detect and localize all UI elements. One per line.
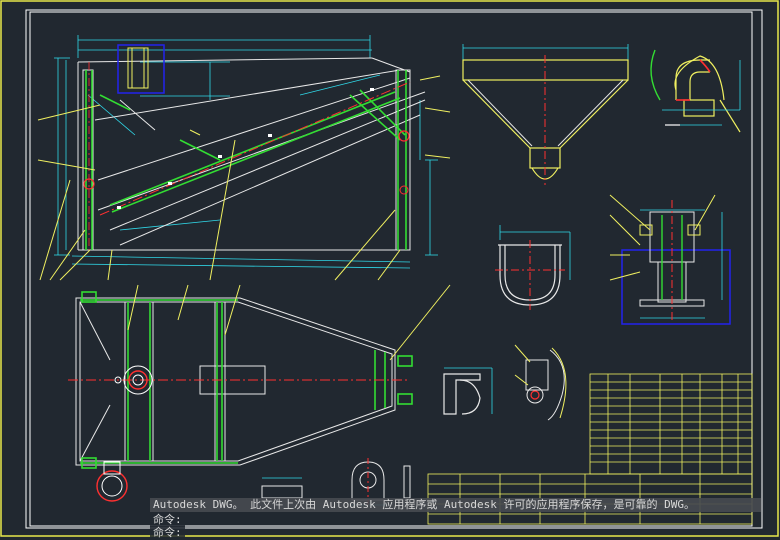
trough-section-view	[495, 225, 571, 310]
drawing-frame-inner	[29, 11, 753, 527]
drawing-frame-outer	[25, 9, 763, 529]
command-message: Autodesk DWG。 此文件上次由 Autodesk 应用程序或 Auto…	[150, 498, 761, 512]
bearing-detail-view	[609, 194, 731, 325]
hopper-view	[462, 44, 629, 185]
elevation-view	[37, 35, 451, 281]
elbow-pipe-view	[650, 49, 741, 133]
detail-views	[261, 344, 567, 506]
command-prompt-history: 命令:	[150, 513, 185, 527]
command-prompt-input[interactable]: 命令:	[150, 526, 185, 540]
plan-view	[68, 284, 451, 502]
